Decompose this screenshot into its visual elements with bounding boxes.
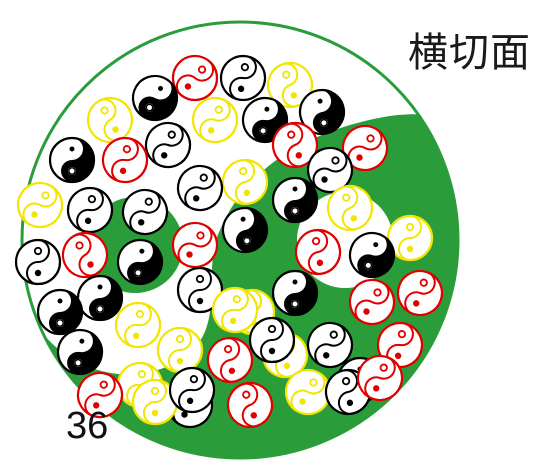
yin-yang-symbol-black-outline xyxy=(248,316,296,364)
symbol-count-label: 36 xyxy=(66,405,109,447)
yin-yang-symbol-red-outline xyxy=(356,354,404,402)
yin-yang-symbol-yellow-outline xyxy=(131,378,179,426)
yin-yang-symbol-black-outline xyxy=(121,188,169,236)
yin-yang-symbol-black-outline xyxy=(176,164,224,212)
yin-yang-symbol-black-solid xyxy=(56,328,104,376)
yin-yang-symbol-red-outline xyxy=(226,381,274,429)
yin-yang-symbol-red-outline xyxy=(294,228,342,276)
yin-yang-symbol-black-outline xyxy=(306,321,354,369)
yin-yang-symbol-black-outline xyxy=(176,266,224,314)
yin-yang-symbol-yellow-outline xyxy=(284,368,332,416)
yin-yang-symbol-yellow-outline xyxy=(191,96,239,144)
yin-yang-symbol-black-outline xyxy=(306,146,354,194)
yin-yang-symbol-yellow-outline xyxy=(266,61,314,109)
yin-yang-symbol-black-outline xyxy=(168,366,216,414)
yin-yang-symbol-black-outline xyxy=(66,186,114,234)
yin-yang-symbol-black-solid xyxy=(36,288,84,336)
yin-yang-symbol-red-outline xyxy=(171,221,219,269)
yin-yang-symbol-black-solid xyxy=(348,231,396,279)
yin-yang-symbol-black-solid xyxy=(298,88,346,136)
yin-yang-symbol-black-solid xyxy=(221,206,269,254)
yin-yang-symbol-black-solid xyxy=(116,238,164,286)
yin-yang-symbol-yellow-outline xyxy=(16,181,64,229)
yin-yang-symbol-yellow-outline xyxy=(211,286,259,334)
yin-yang-symbol-red-outline xyxy=(76,371,124,419)
yin-yang-symbol-black-solid xyxy=(271,176,319,224)
big-circle-outline xyxy=(20,20,460,460)
yin-yang-symbol-yellow-outline xyxy=(386,214,434,262)
yin-yang-symbol-red-outline xyxy=(171,54,219,102)
yin-yang-symbol-yellow-outline xyxy=(326,184,374,232)
yin-yang-symbol-black-outline xyxy=(14,238,62,286)
yin-yang-symbol-red-outline xyxy=(61,231,109,279)
yin-yang-symbol-red-outline xyxy=(396,269,444,317)
yin-yang-symbols xyxy=(14,54,444,429)
yin-yang-symbol-black-solid xyxy=(76,274,124,322)
yin-yang-symbol-red-outline xyxy=(206,336,254,384)
yin-yang-symbol-black-solid xyxy=(131,74,179,122)
yin-yang-symbol-yellow-outline xyxy=(114,301,162,349)
diagram-title: 横切面 xyxy=(408,30,531,76)
yin-yang-symbol-black-outline xyxy=(144,121,192,169)
yin-yang-symbol-black-outline xyxy=(219,54,267,102)
yin-yang-symbol-yellow-outline xyxy=(156,326,204,374)
yin-yang-symbol-red-outline xyxy=(101,136,149,184)
yin-yang-symbol-black-solid xyxy=(271,269,319,317)
yin-yang-symbol-red-outline xyxy=(271,121,319,169)
yin-yang-symbol-black-solid xyxy=(48,136,96,184)
yin-yang-symbol-yellow-outline xyxy=(221,158,269,206)
yin-yang-symbol-red-outline xyxy=(348,278,396,326)
